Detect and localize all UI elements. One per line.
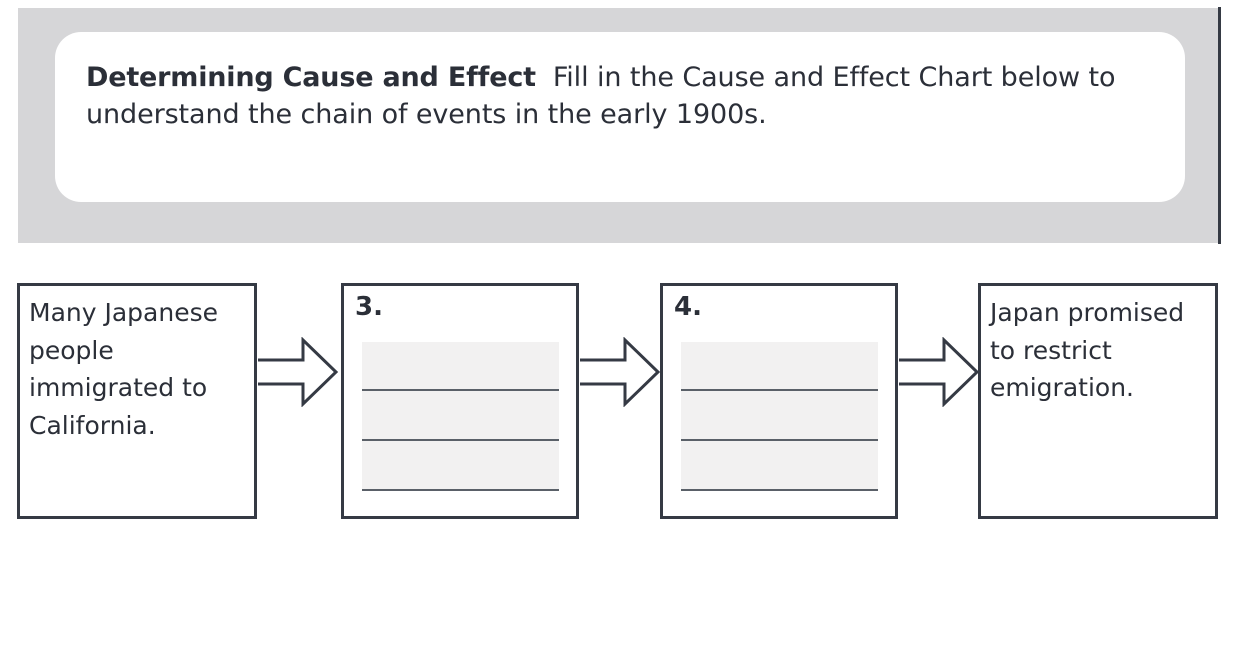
instruction-card: Determining Cause and Effect Fill in the… <box>55 32 1185 202</box>
instruction-title: Determining Cause and Effect <box>86 62 536 93</box>
flow-node-cause-1[interactable]: Many Japanese people immigrated to Calif… <box>17 283 257 519</box>
flow-node-blank-3-number: 3. <box>355 292 383 322</box>
banner-right-rule <box>1218 7 1221 244</box>
flow-node-blank-4-answer-area[interactable] <box>681 342 878 491</box>
instruction-text: Determining Cause and Effect Fill in the… <box>86 59 1157 133</box>
flow-node-blank-4-number: 4. <box>674 292 702 322</box>
flow-node-blank-3[interactable]: 3. <box>341 283 579 519</box>
flow-node-effect-final-text: Japan promised to restrict emigration. <box>990 298 1185 402</box>
flow-arrow-2-icon <box>579 337 661 407</box>
answer-rule <box>681 489 878 491</box>
answer-rule <box>681 439 878 441</box>
answer-rule <box>681 389 878 391</box>
flow-node-blank-3-answer-area[interactable] <box>362 342 559 491</box>
answer-rule <box>362 439 559 441</box>
answer-rule <box>362 489 559 491</box>
cause-and-effect-chart: Many Japanese people immigrated to Calif… <box>0 283 1252 523</box>
flow-node-cause-1-text: Many Japanese people immigrated to Calif… <box>29 298 218 440</box>
instruction-body: Fill in the Cause and Effect Chart below… <box>86 62 1116 130</box>
flow-arrow-3-icon <box>898 337 980 407</box>
answer-rule <box>362 389 559 391</box>
instruction-body-text: Fill in the Cause and Effect Chart below… <box>86 62 1116 130</box>
flow-arrow-1-icon <box>257 337 339 407</box>
flow-node-effect-final[interactable]: Japan promised to restrict emigration. <box>978 283 1218 519</box>
flow-node-blank-4[interactable]: 4. <box>660 283 898 519</box>
